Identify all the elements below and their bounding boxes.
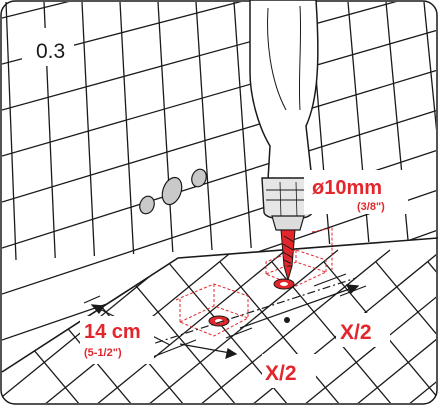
lower-spacing-dimension	[149, 339, 238, 359]
upper-label-backdrop	[336, 313, 390, 347]
drill-diameter-label: ø10mm	[312, 177, 382, 199]
drill-label-backdrop	[304, 170, 408, 214]
step-badge	[22, 28, 74, 66]
midpoint-dot	[284, 317, 290, 323]
hole-centerline	[139, 277, 357, 349]
step-number: 0.3	[36, 40, 65, 63]
wall-hole-mark	[161, 176, 183, 206]
rear-drill-hole-center	[280, 282, 288, 286]
wall-hole-mark	[191, 168, 207, 188]
wall-floor-junction	[1, 237, 438, 373]
drill-icon	[249, 0, 319, 282]
upper-spacing-dimension	[225, 273, 367, 339]
offset-distance-imperial-label: (5-1/2")	[84, 347, 122, 359]
offset-distance-label: 14 cm	[84, 321, 141, 343]
upper-spacing-label: X/2	[340, 321, 372, 344]
lower-spacing-label: X/2	[265, 362, 297, 385]
wall-hole-mark	[139, 195, 155, 215]
lower-label-backdrop	[262, 354, 316, 388]
front-fixing-outline	[175, 283, 250, 337]
drill-diameter-imperial-label: (3/8")	[357, 201, 385, 213]
wall-fixing-marks	[139, 168, 207, 215]
offset-label-backdrop	[80, 316, 154, 364]
